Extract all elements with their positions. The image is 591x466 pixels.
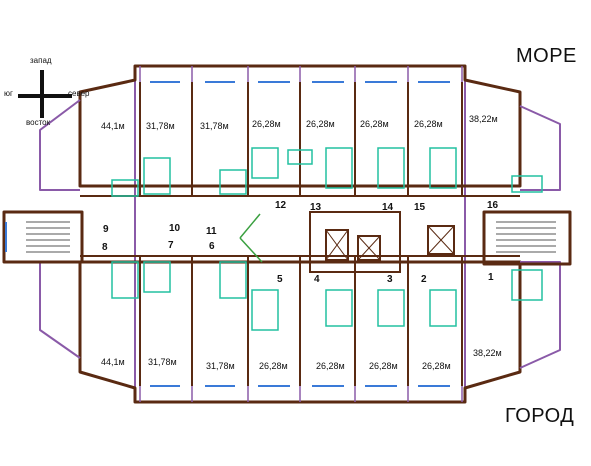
bathroom-fixtures bbox=[111, 147, 543, 331]
apartment-area-top: 26,28м bbox=[252, 119, 281, 129]
unit-number: 2 bbox=[421, 274, 427, 285]
apartment-area-bottom: 26,28м bbox=[422, 361, 451, 371]
windows bbox=[5, 81, 450, 387]
apartment-area-bottom: 26,28м bbox=[259, 361, 288, 371]
corridor-path bbox=[239, 213, 263, 263]
compass-west: запад bbox=[30, 56, 52, 65]
apartment-area-bottom: 31,78м bbox=[206, 361, 235, 371]
apartment-area-top: 26,28м bbox=[360, 119, 389, 129]
unit-number: 12 bbox=[275, 200, 287, 211]
unit-number: 5 bbox=[277, 274, 283, 285]
apartment-area-bottom: 26,28м bbox=[369, 361, 398, 371]
apartment-area-top: 31,78м bbox=[200, 121, 229, 131]
unit-number: 7 bbox=[168, 240, 174, 251]
unit-number: 9 bbox=[103, 224, 109, 235]
unit-number: 1 bbox=[488, 272, 494, 283]
unit-number: 10 bbox=[169, 223, 181, 234]
apartment-area-bottom: 44,1м bbox=[101, 357, 125, 367]
unit-number: 8 bbox=[102, 242, 108, 253]
unit-number: 11 bbox=[206, 226, 217, 237]
compass-south: юг bbox=[4, 89, 13, 98]
apartment-area-top: 38,22м bbox=[469, 114, 498, 124]
apartment-area-top: 31,78м bbox=[146, 121, 175, 131]
compass-north: север bbox=[68, 89, 90, 98]
unit-number: 15 bbox=[414, 202, 426, 213]
apartment-area-top: 26,28м bbox=[306, 119, 335, 129]
apartment-area-bottom: 38,22м bbox=[473, 348, 502, 358]
compass-arrows bbox=[18, 70, 72, 118]
elevator-core bbox=[309, 211, 455, 273]
apartment-area-top: 26,28м bbox=[414, 119, 443, 129]
balcony-ticks bbox=[139, 66, 463, 402]
compass-east: восток bbox=[26, 118, 51, 127]
unit-number: 6 bbox=[209, 241, 215, 252]
apartment-area-bottom: 31,78м bbox=[148, 357, 177, 367]
unit-number: 13 bbox=[310, 202, 322, 213]
apartment-area-bottom: 26,28м bbox=[316, 361, 345, 371]
apartment-area-top: 44,1м bbox=[101, 121, 125, 131]
sea-label: МОРЕ bbox=[516, 45, 577, 67]
stairs bbox=[26, 221, 556, 253]
unit-number: 16 bbox=[487, 200, 499, 211]
unit-number: 14 bbox=[382, 202, 394, 213]
city-label: ГОРОД bbox=[505, 405, 575, 427]
unit-number: 3 bbox=[387, 274, 393, 285]
unit-number: 4 bbox=[314, 274, 320, 285]
apartment-dividers bbox=[139, 82, 463, 386]
